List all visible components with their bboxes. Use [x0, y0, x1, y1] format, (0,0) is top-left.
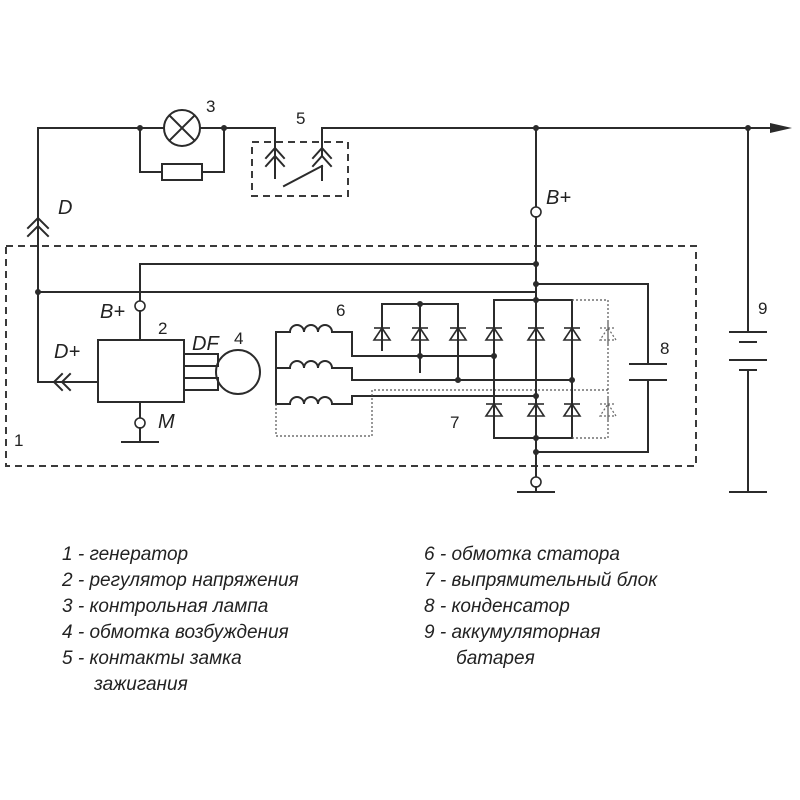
number-8: 8	[660, 339, 669, 358]
legend-item-continuation: батарея	[456, 648, 535, 669]
legend-right: 6 - обмотка статора 7 - выпрямительный б…	[424, 542, 657, 672]
legend-item: 7 - выпрямительный блок	[424, 570, 658, 591]
number-4: 4	[234, 329, 243, 348]
ignition-switch	[251, 127, 349, 197]
number-2: 2	[158, 319, 167, 338]
generator-boundary	[5, 245, 697, 467]
b-plus-bus	[139, 125, 649, 365]
legend-item: 8 - конденсатор	[424, 596, 570, 617]
legend-item: 5 - контакты замка	[62, 648, 242, 669]
capacitor	[629, 363, 667, 381]
stator-winding	[275, 324, 610, 437]
resistor-icon	[161, 163, 203, 181]
top-wire	[37, 123, 792, 245]
m-terminal[interactable]	[134, 417, 146, 429]
reg-b-plus-terminal[interactable]	[134, 300, 146, 312]
number-9: 9	[758, 299, 767, 318]
field-winding-icon	[215, 349, 261, 395]
legend-item: 6 - обмотка статора	[424, 544, 620, 565]
voltage-regulator	[97, 300, 261, 443]
label-b-plus-top: B+	[546, 187, 571, 209]
label-d-plus: D+	[54, 341, 80, 363]
legend-item-continuation: зажигания	[94, 674, 188, 695]
legend-item: 2 - регулятор напряжения	[62, 570, 299, 591]
legend-left: 1 - генератор 2 - регулятор напряжения 3…	[62, 542, 299, 698]
output-arrow-icon	[770, 123, 792, 133]
number-7: 7	[450, 413, 459, 432]
legend-item: 9 - аккумуляторная	[424, 622, 601, 643]
legend-item: 1 - генератор	[62, 544, 189, 565]
number-1: 1	[14, 431, 23, 450]
number-6: 6	[336, 301, 345, 320]
wiring-diagram: D B+ B+ D+ DF M 1 2 3 4 5 6 7 8 9	[5, 97, 792, 493]
generator-ground	[517, 379, 649, 493]
control-lamp	[137, 109, 227, 181]
lamp-icon	[163, 109, 201, 147]
number-3: 3	[206, 97, 215, 116]
d-wire	[35, 243, 537, 392]
rectifier-block	[373, 297, 617, 461]
label-df: DF	[192, 333, 220, 355]
b-plus-terminal[interactable]	[530, 206, 542, 218]
ground-terminal[interactable]	[530, 476, 542, 488]
label-b-plus-reg: B+	[100, 301, 125, 323]
legend-item: 4 - обмотка возбуждения	[62, 622, 289, 643]
d-connector	[26, 216, 50, 238]
label-d: D	[58, 197, 72, 219]
label-m: M	[158, 411, 175, 433]
battery	[729, 125, 767, 493]
number-5: 5	[296, 109, 305, 128]
legend-item: 3 - контрольная лампа	[62, 596, 269, 617]
